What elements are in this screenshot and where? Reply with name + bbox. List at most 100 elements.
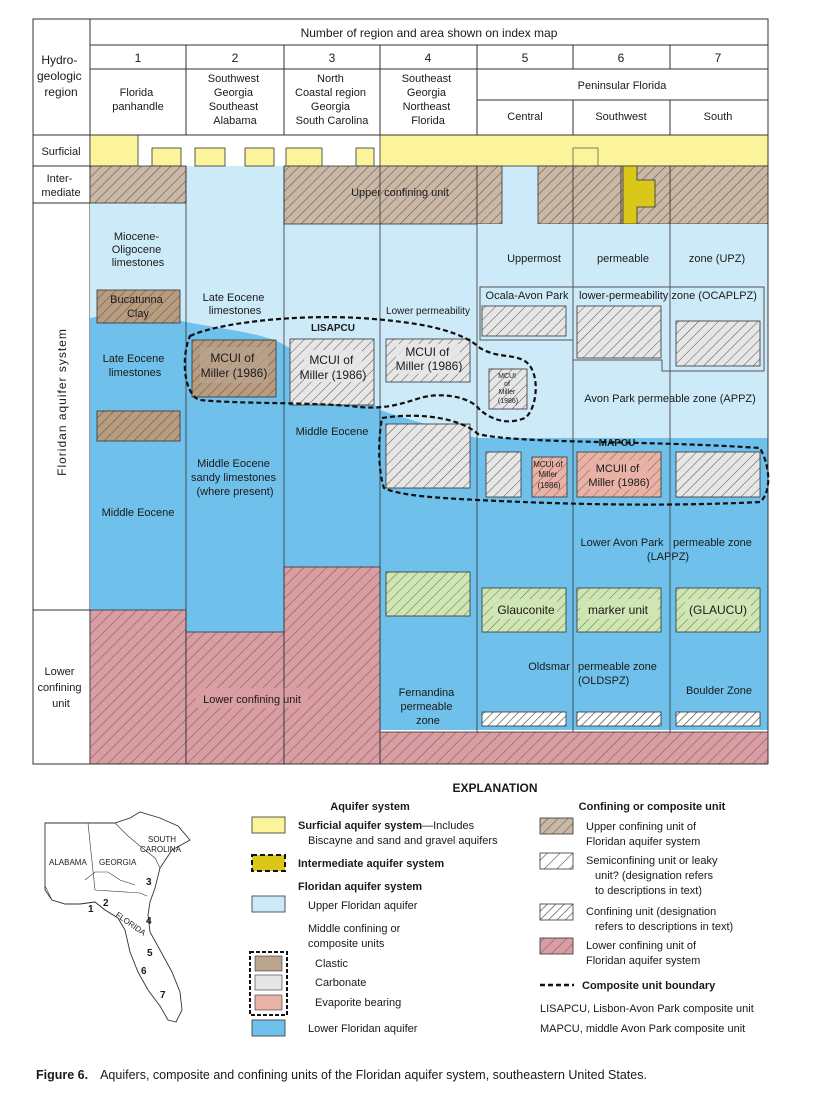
map-state-label: CAROLINA	[140, 845, 182, 854]
lisapcu-boundary	[183, 316, 537, 423]
boulder-zone-label: Boulder Zone	[686, 685, 752, 697]
upz-label: zone (UPZ)	[689, 253, 745, 265]
carbonate-block	[675, 320, 761, 367]
glaucu-label: (GLAUCU)	[689, 603, 747, 617]
miocene-label: Miocene- Oligocene limestones	[112, 231, 165, 269]
legend-upper-floridan-swatch	[251, 895, 286, 913]
peninsular-label: Peninsular Florida	[578, 80, 668, 92]
lower-permeability-label: Lower permeability	[386, 306, 470, 317]
legend-boundary-label: Composite unit boundary	[582, 980, 716, 992]
lower-avon-label: Lower Avon Park	[581, 537, 664, 549]
mapcu-boundary	[378, 414, 770, 506]
upper-confining-label: Upper confining unit	[351, 187, 449, 199]
header-title: Number of region and area shown on index…	[301, 26, 558, 40]
oldsmar-label: Oldsmar	[528, 661, 570, 673]
column-name: Southwest	[595, 111, 646, 123]
legend-intermediate-label: Intermediate aquifer system	[298, 858, 444, 870]
legend-intermediate-swatch	[251, 854, 286, 872]
mcui-label: MCUI of Miller (1986)	[498, 373, 518, 405]
oldspz-label: permeable zone (OLDSPZ)	[578, 661, 660, 687]
mcuii-label: MCUII of Miller (1986)	[588, 463, 649, 489]
aquifer-heading: Aquifer system	[330, 801, 410, 813]
legend-evaporite-label: Evaporite bearing	[315, 997, 401, 1009]
lower-confining-unit-label: Lower confining unit	[203, 694, 301, 706]
glauconite-block	[385, 571, 471, 617]
legend-composite-box	[249, 951, 288, 1016]
legend-lower-conf-label: Lower confining unit of Floridan aquifer…	[586, 940, 700, 967]
clastic-block	[96, 410, 181, 442]
column-number: 3	[329, 51, 336, 65]
fernandina-label: Fernandina permeable zone	[399, 687, 458, 727]
legend-conf-unit-swatch	[539, 903, 574, 921]
legend-semiconf-swatch	[539, 852, 574, 870]
map-region-number: 4	[146, 916, 152, 927]
side-labels: Surficial Inter- mediate Floridan aquife…	[32, 134, 91, 765]
legend-conf-unit-label: Confining unit (designation refers to de…	[586, 906, 733, 933]
surficial-label: Surficial	[41, 146, 80, 158]
ocaplpz-label: lower-permeability zone (OCAPLPZ)	[579, 290, 757, 302]
carbonate-block	[385, 423, 471, 489]
column-name: Florida panhandle	[112, 87, 163, 113]
mcui-block	[488, 368, 528, 410]
column-number: 7	[715, 51, 722, 65]
legend-lower-conf-swatch	[539, 937, 574, 955]
legend-surficial-swatch	[251, 816, 286, 834]
appz-label: Avon Park permeable zone (APPZ)	[584, 393, 756, 405]
late-eocene-label: Late Eocene limestones	[103, 353, 168, 379]
column-name: Southwest Georgia Southeast Alabama	[208, 73, 262, 127]
confining-unit-block	[675, 711, 761, 727]
column-number: 4	[425, 51, 432, 65]
explanation: EXPLANATION Aquifer system Confining or …	[249, 781, 754, 1037]
lower-confining-label: Lower confining unit	[37, 666, 84, 710]
legend-floridan-label: Floridan aquifer system	[298, 881, 422, 893]
figure-caption: Figure 6.Aquifers, composite and confini…	[36, 1068, 647, 1082]
middle-eocene-label: Middle Eocene	[296, 426, 369, 438]
hydro-label: Hydro- geologic region	[37, 53, 85, 99]
map-region-number: 5	[147, 948, 153, 959]
map-state-label: GEORGIA	[99, 858, 137, 867]
column-name: Southeast Georgia Northeast Florida	[402, 73, 455, 127]
legend-carbonate-label: Carbonate	[315, 977, 366, 989]
legend-lower-floridan-label: Lower Floridan aquifer	[308, 1023, 418, 1035]
mapcu-label: MAPCU	[599, 438, 636, 449]
legend-surficial-line2: Biscayne and sand and gravel aquifers	[308, 835, 498, 847]
lappz-label: permeable zone (LAPPZ)	[647, 537, 755, 563]
permeable-label: permeable	[597, 253, 649, 265]
carbonate-block	[481, 305, 567, 337]
map-region-number: 7	[160, 990, 166, 1001]
column-number: 1	[135, 51, 142, 65]
legend-clastic-label: Clastic	[315, 958, 349, 970]
ocala-avon-label: Ocala-Avon Park	[486, 290, 569, 302]
map-state-label: ALABAMA	[49, 858, 87, 867]
legend-upper-floridan-label: Upper Floridan aquifer	[308, 900, 418, 912]
index-map: ALABAMA GEORGIA SOUTH CAROLINA FLORIDA 1…	[44, 811, 191, 1023]
legend-evaporite-swatch	[254, 994, 283, 1011]
legend-mapcu-def: MAPCU, middle Avon Park composite unit	[540, 1023, 745, 1035]
legend-upper-conf-swatch	[539, 817, 574, 835]
explanation-title: EXPLANATION	[452, 781, 537, 795]
carbonate-block	[576, 305, 662, 359]
mcui-label: MCUI of Miller (1986)	[533, 460, 565, 490]
map-region-number: 6	[141, 966, 147, 977]
carbonate-block	[485, 451, 522, 498]
legend-lower-floridan-swatch	[251, 1019, 286, 1037]
confining-heading: Confining or composite unit	[579, 801, 726, 813]
intermediate-label: Inter- mediate	[41, 173, 80, 199]
mcui-label: MCUI of Miller (1986)	[300, 353, 367, 382]
confining-unit-block	[576, 711, 662, 727]
mcui-label: MCUI of Miller (1986)	[201, 351, 268, 380]
map-region-number: 1	[88, 904, 94, 915]
lisapcu-label: LISAPCU	[311, 323, 355, 334]
legend-surficial-label: Surficial aquifer system—Includes	[298, 820, 475, 832]
column-number: 6	[618, 51, 625, 65]
diagram-body: Upper confining unit Lower confining uni…	[89, 134, 770, 765]
mcui-label: MCUI of Miller (1986)	[396, 345, 463, 373]
column-name: North Coastal region Georgia South Carol…	[295, 73, 369, 127]
floridan-label: Floridan aquifer system	[55, 328, 69, 476]
bucatunna-clay-block	[96, 289, 181, 324]
header: Number of region and area shown on index…	[32, 18, 769, 764]
map-region-number: 3	[146, 877, 152, 888]
legend-carbonate-swatch	[254, 974, 283, 991]
map-region-number: 2	[103, 898, 109, 909]
